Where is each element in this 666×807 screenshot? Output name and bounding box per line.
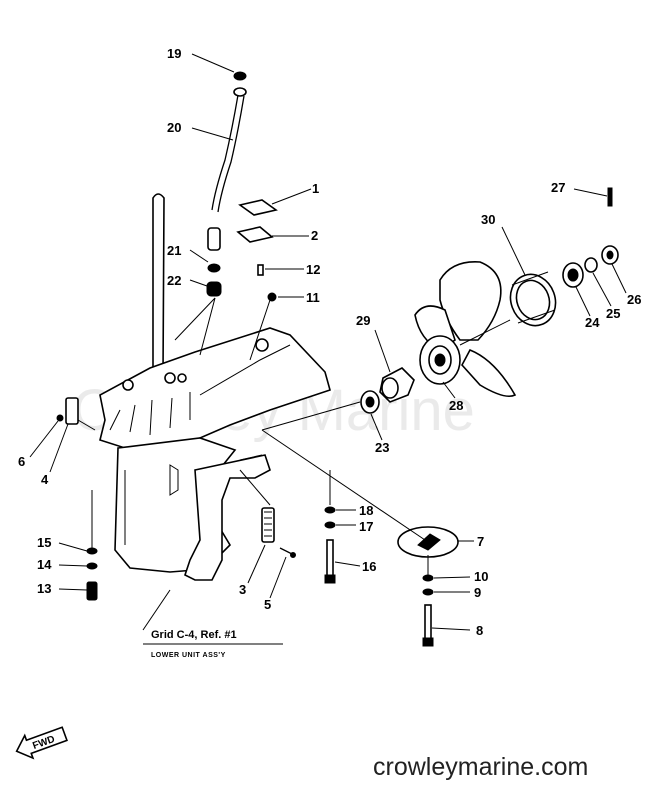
leader-lines (29, 53, 627, 645)
callout-13: 13 (37, 581, 51, 596)
callout-24: 24 (585, 315, 600, 330)
part-5-screw (279, 547, 293, 555)
callout-28: 28 (449, 398, 463, 413)
callout-30: 30 (481, 212, 495, 227)
callout-9: 9 (474, 585, 481, 600)
part-28-propeller (414, 261, 517, 398)
part-22-grommet (206, 281, 222, 297)
callout-25: 25 (606, 306, 620, 321)
callout-5: 5 (264, 597, 271, 612)
part-14-washer (86, 562, 98, 570)
callout-11: 11 (306, 290, 320, 305)
part-29-spacer (379, 367, 415, 403)
part-18-washer (324, 506, 336, 514)
callout-23: 23 (375, 440, 389, 455)
callout-14: 14 (37, 557, 52, 572)
website-url: crowleymarine.com (373, 753, 588, 781)
part-21-seal (207, 227, 221, 251)
part-10-washer (422, 574, 434, 582)
callout-26: 26 (627, 292, 641, 307)
part-17-washer (324, 521, 336, 529)
callout-numbers: 19 20 1 2 21 22 12 11 27 30 26 25 24 29 … (18, 46, 641, 638)
callout-16: 16 (362, 559, 376, 574)
part-4-anode (65, 397, 79, 425)
part-13-bolt (86, 581, 98, 601)
part-11-nut (267, 292, 277, 302)
part-23-thrust-washer (360, 390, 380, 414)
callout-7: 7 (477, 534, 484, 549)
callout-27: 27 (551, 180, 565, 195)
part-1-plate (238, 199, 278, 216)
callout-20: 20 (167, 120, 181, 135)
reference-grid-label: Grid C-4, Ref. #1 (151, 629, 237, 641)
part-15-washer (86, 547, 98, 555)
callout-15: 15 (37, 535, 51, 550)
part-24-washer (562, 262, 584, 288)
reference-assembly-label: LOWER UNIT ASS'Y (151, 652, 226, 659)
forward-direction-arrow: FWD (15, 726, 68, 760)
callout-10: 10 (474, 569, 488, 584)
callout-1: 1 (312, 181, 319, 196)
callout-17: 17 (359, 519, 373, 534)
part-6-bolt (56, 414, 64, 422)
part-26-nut (601, 245, 619, 265)
callout-4: 4 (41, 472, 49, 487)
part-12-pin (257, 264, 264, 276)
part-16-bolt (324, 539, 336, 584)
part-3-anode (261, 507, 275, 543)
part-27-cotter-pin (607, 187, 613, 207)
callout-29: 29 (356, 313, 370, 328)
callout-22: 22 (167, 273, 181, 288)
part-19-grommet (233, 71, 247, 81)
part-20-water-tube (211, 87, 247, 213)
callout-19: 19 (167, 46, 181, 61)
reference-note: Grid C-4, Ref. #1 LOWER UNIT ASS'Y (151, 629, 237, 659)
callout-8: 8 (476, 623, 483, 638)
alignment-lines (77, 297, 511, 575)
part-8-bolt (422, 604, 434, 647)
callout-6: 6 (18, 454, 25, 469)
callout-3: 3 (239, 582, 246, 597)
callout-21: 21 (167, 243, 181, 258)
callout-2: 2 (311, 228, 318, 243)
callout-18: 18 (359, 503, 373, 518)
part-30-bushing (509, 271, 557, 327)
part-9-washer (422, 588, 434, 596)
callout-12: 12 (306, 262, 320, 277)
lower-unit-housing (99, 193, 331, 581)
part-25-washer (584, 257, 598, 273)
part-2-plate (236, 226, 274, 243)
